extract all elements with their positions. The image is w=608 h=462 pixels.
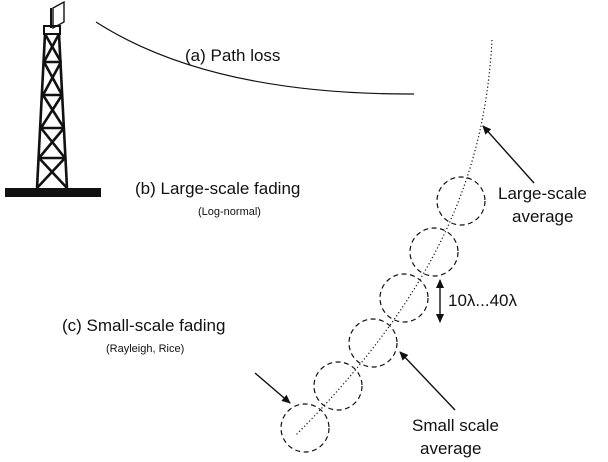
large-scale-average-curve	[294, 39, 493, 437]
fading-circle	[409, 227, 459, 277]
transmitter-tower-icon	[35, 0, 69, 189]
antenna-icon	[50, 0, 65, 30]
small-scale-fading-label: (c) Small-scale fading	[62, 316, 225, 335]
path-loss-label: (a) Path loss	[185, 46, 280, 65]
fading-circle	[313, 361, 363, 411]
spacing-label: 10λ...40λ	[448, 291, 517, 310]
large-scale-fading-label: (b) Large-scale fading	[135, 179, 300, 198]
small-scale-average-label-line1: Small scale	[412, 416, 499, 435]
path-loss-curve	[95, 21, 415, 95]
small-scale-circles	[280, 176, 486, 453]
small-scale-average-label-line2: average	[420, 439, 481, 458]
large-scale-average-label-line1: Large-scale	[498, 184, 587, 203]
fading-circle	[379, 273, 429, 323]
large-scale-average-label-line2: average	[512, 207, 573, 226]
fading-circle	[348, 318, 398, 368]
small-scale-average-arrow	[399, 351, 456, 411]
large-scale-fading-note: (Log-normal)	[198, 206, 261, 218]
large-scale-average-arrow	[482, 125, 535, 184]
fading-circle	[280, 403, 330, 453]
fading-circle	[436, 176, 486, 226]
small-scale-fading-note: (Rayleigh, Rice)	[106, 343, 184, 355]
small-scale-fading-arrow	[254, 372, 291, 404]
ground-plate	[5, 188, 101, 197]
